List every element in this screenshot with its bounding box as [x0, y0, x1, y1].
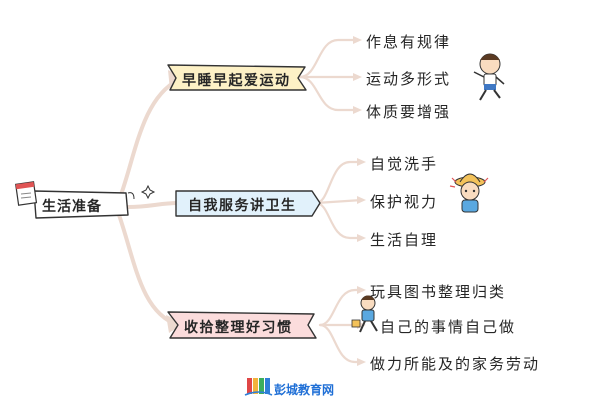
calendar-icon — [15, 181, 38, 206]
branch-label-3: 收拾整理好习惯 — [184, 320, 293, 336]
leaf-1-3: 体质要增强 — [366, 103, 452, 121]
girl-with-hat-icon — [449, 173, 489, 213]
leaf-3-2: 自己的事情自己做 — [380, 318, 517, 336]
branch-node-2 — [175, 190, 321, 217]
watermark-text: 彭城教育网 — [274, 383, 335, 397]
boy-carrying-icon — [351, 295, 378, 333]
books-logo-icon — [244, 378, 273, 396]
leaf-2-3: 生活自理 — [370, 231, 439, 249]
leaf-3-1: 玩具图书整理归类 — [370, 283, 507, 301]
root-node — [33, 190, 135, 219]
running-boy-icon — [473, 53, 505, 101]
root-connectors — [116, 78, 180, 327]
root-label: 生活准备 — [42, 199, 102, 215]
leaf-2-2: 保护视力 — [370, 193, 439, 211]
branch-label-2: 自我服务讲卫生 — [188, 198, 297, 214]
branch-node-3 — [167, 311, 317, 339]
leaf-2-1: 自觉洗手 — [370, 155, 439, 173]
leaf-3-3: 做力所能及的家务劳动 — [370, 355, 541, 373]
branch-label-1: 早睡早起爱运动 — [182, 73, 291, 89]
sparkle-icon — [140, 184, 156, 200]
leaf-1-2: 运动多形式 — [366, 70, 452, 88]
branch-node-1 — [167, 64, 307, 91]
leaf-1-1: 作息有规律 — [366, 33, 452, 51]
